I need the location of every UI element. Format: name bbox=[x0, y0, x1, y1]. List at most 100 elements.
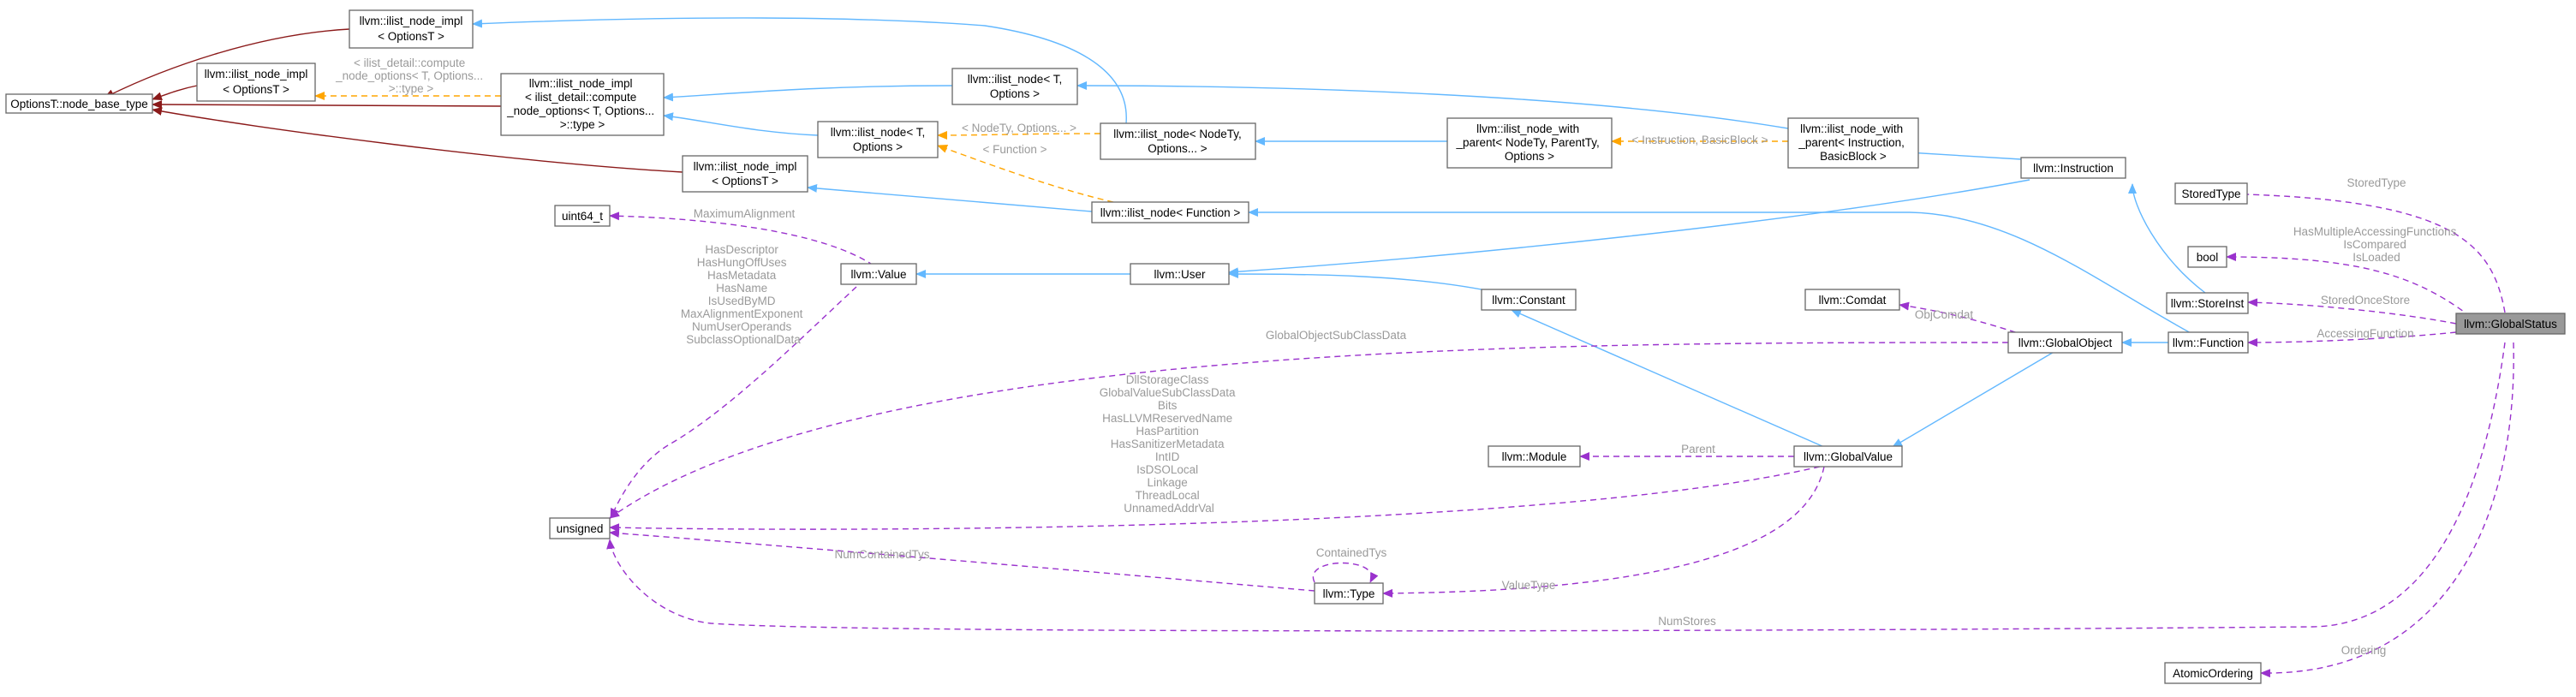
node-value[interactable]: llvm::Value bbox=[840, 263, 917, 285]
edge-globalstatus-to-storeinst bbox=[2247, 298, 2457, 325]
edge-instruction-to-user bbox=[1228, 179, 2030, 277]
edge-type-to-unsigned bbox=[609, 528, 1315, 592]
svg-text:llvm::ilist_node< NodeTy,Optio: llvm::ilist_node< NodeTy,Options... > bbox=[1113, 128, 1241, 155]
node-ilist-with-parent-instruction[interactable]: llvm::ilist_node_with _parent< Instructi… bbox=[1787, 117, 1919, 169]
label-ordering: Ordering bbox=[2341, 644, 2387, 657]
svg-text:llvm::ilist_node< T,Options >: llvm::ilist_node< T,Options > bbox=[968, 73, 1062, 100]
label-globalobject-subclassdata: GlobalObjectSubClassData bbox=[1266, 329, 1407, 342]
edge-type-self bbox=[1312, 562, 1379, 583]
node-comdat[interactable]: llvm::Comdat bbox=[1804, 289, 1900, 311]
svg-text:llvm::StoreInst: llvm::StoreInst bbox=[2171, 297, 2245, 310]
label-instruction-basicblock: < Instruction, BasicBlock > bbox=[1631, 134, 1768, 146]
edge-value-to-uint64 bbox=[609, 211, 874, 266]
label-value-fields: HasDescriptor HasHungOffUses HasMetadata… bbox=[681, 243, 806, 346]
node-unsigned[interactable]: unsigned bbox=[549, 517, 611, 539]
label-compute-template: < ilist_detail::compute _node_options< T… bbox=[335, 57, 486, 95]
label-value-type: ValueType bbox=[1502, 579, 1556, 592]
node-ilist-impl-left[interactable]: llvm::ilist_node_impl< OptionsT > bbox=[196, 63, 316, 102]
edge-impl-bottom-to-base bbox=[152, 107, 683, 173]
node-instruction[interactable]: llvm::Instruction bbox=[2020, 157, 2126, 179]
edge-globalstatus-to-unsigned bbox=[606, 342, 2506, 632]
edge-constant-to-user bbox=[1228, 270, 1491, 292]
svg-text:llvm::ilist_node_impl< Options: llvm::ilist_node_impl< OptionsT > bbox=[694, 160, 797, 188]
svg-text:llvm::Instruction: llvm::Instruction bbox=[2033, 162, 2114, 175]
edge-globalobject-to-globalvalue bbox=[1892, 350, 2056, 448]
node-ilist-impl-top[interactable]: llvm::ilist_node_impl< OptionsT > bbox=[349, 9, 474, 49]
edge-globalstatus-to-storedtype bbox=[2210, 189, 2506, 313]
label-stored-type: StoredType bbox=[2346, 176, 2406, 189]
label-accessing-function: AccessingFunction bbox=[2317, 327, 2413, 340]
edge-ilist-t2-to-compute bbox=[663, 85, 953, 102]
svg-text:bool: bool bbox=[2197, 251, 2219, 264]
edge-globalvalue-to-constant bbox=[1511, 309, 1825, 448]
edge-globalstatus-to-bool bbox=[2226, 253, 2472, 318]
edge-storeinst-to-instruction bbox=[2128, 183, 2206, 294]
node-atomic-ordering[interactable]: AtomicOrdering bbox=[2164, 662, 2262, 684]
svg-text:llvm::Constant: llvm::Constant bbox=[1492, 294, 1565, 307]
svg-text:llvm::ilist_node_impl <: llvm::ilist_node_impl < ilist_detail::co… bbox=[506, 77, 658, 131]
edge-impl-left-to-base bbox=[152, 85, 198, 101]
label-contained-tys: ContainedTys bbox=[1316, 546, 1387, 559]
node-user[interactable]: llvm::User bbox=[1130, 263, 1230, 285]
node-ilist-with-parent[interactable]: llvm::ilist_node_with _parent< NodeTy, P… bbox=[1446, 117, 1613, 169]
edge-impl-compute-to-base bbox=[152, 100, 502, 110]
svg-text:unsigned: unsigned bbox=[557, 522, 604, 535]
svg-text:llvm::Value: llvm::Value bbox=[850, 268, 906, 281]
svg-text:llvm::ilist_node_with _p: llvm::ilist_node_with _parent< NodeTy, P… bbox=[1456, 122, 1603, 163]
node-store-inst[interactable]: llvm::StoreInst bbox=[2166, 292, 2249, 314]
svg-text:llvm::GlobalObject: llvm::GlobalObject bbox=[2018, 337, 2113, 349]
node-ilist-node-t-lower[interactable]: llvm::ilist_node< T,Options > bbox=[817, 121, 939, 158]
svg-text:llvm::Module: llvm::Module bbox=[1502, 450, 1567, 463]
edge-nodety-to-ilist-t bbox=[937, 130, 1101, 140]
node-ilist-node-t-upper[interactable]: llvm::ilist_node< T,Options > bbox=[951, 68, 1078, 105]
label-maximum-alignment: MaximumAlignment bbox=[694, 207, 796, 220]
label-bool-fields: HasMultipleAccessingFunctions IsCompared… bbox=[2293, 225, 2460, 264]
svg-text:llvm::ilist_node_impl< Options: llvm::ilist_node_impl< OptionsT > bbox=[205, 68, 308, 96]
edge-impl-top-to-base bbox=[104, 28, 350, 98]
edge-globalvalue-to-type bbox=[1382, 466, 1825, 598]
label-obj-comdat: ObjComdat bbox=[1915, 308, 1974, 321]
svg-text:AtomicOrdering: AtomicOrdering bbox=[2173, 667, 2253, 680]
edge-nodety-to-impl-top bbox=[472, 17, 1127, 124]
node-ilist-node-function[interactable]: llvm::ilist_node< Function > bbox=[1091, 201, 1249, 223]
svg-text:StoredType: StoredType bbox=[2181, 188, 2240, 200]
label-stored-once-store: StoredOnceStore bbox=[2321, 294, 2410, 307]
svg-text:llvm::Type: llvm::Type bbox=[1323, 587, 1375, 600]
svg-text:llvm::ilist_node_impl< Options: llvm::ilist_node_impl< OptionsT > bbox=[360, 15, 463, 43]
edge-function-to-ilist-function bbox=[1248, 208, 2193, 335]
svg-text:llvm::ilist_node_with _p: llvm::ilist_node_with _parent< Instructi… bbox=[1798, 122, 1907, 163]
edge-function-to-impl-bottom bbox=[807, 183, 1093, 212]
label-function-template: < Function > bbox=[982, 143, 1046, 156]
svg-text:llvm::Function: llvm::Function bbox=[2173, 337, 2244, 349]
edge-globalstatus-to-atomicordering bbox=[2260, 342, 2514, 678]
node-bool[interactable]: bool bbox=[2187, 246, 2227, 268]
node-stored-type[interactable]: StoredType bbox=[2174, 182, 2248, 205]
svg-text:llvm::Comdat: llvm::Comdat bbox=[1819, 294, 1887, 307]
svg-text:llvm::GlobalValue: llvm::GlobalValue bbox=[1804, 450, 1893, 463]
node-options-base[interactable]: OptionsT::node_base_type bbox=[5, 93, 153, 114]
node-constant[interactable]: llvm::Constant bbox=[1481, 289, 1577, 311]
edge-with-parent-inst-to-ilist-t2 bbox=[1076, 81, 1789, 129]
node-ilist-node-nodety[interactable]: llvm::ilist_node< NodeTy,Options... > bbox=[1100, 122, 1256, 160]
svg-text:llvm::User: llvm::User bbox=[1154, 268, 1207, 281]
node-global-value[interactable]: llvm::GlobalValue bbox=[1793, 445, 1903, 468]
node-ilist-impl-bottom[interactable]: llvm::ilist_node_impl< OptionsT > bbox=[682, 155, 808, 193]
edge-ilist-t-to-compute bbox=[663, 112, 819, 136]
node-global-status[interactable]: llvm::GlobalStatus bbox=[2455, 313, 2566, 335]
node-type[interactable]: llvm::Type bbox=[1314, 582, 1384, 605]
node-ilist-impl-compute[interactable]: llvm::ilist_node_impl < ilist_detail::co… bbox=[500, 73, 665, 136]
edge-globalobject-to-unsigned bbox=[609, 342, 2009, 519]
edge-value-fields-to-unsigned bbox=[610, 286, 857, 519]
node-uint64[interactable]: uint64_t bbox=[554, 205, 611, 227]
node-function[interactable]: llvm::Function bbox=[2168, 331, 2249, 354]
svg-text:llvm::ilist_node< Function >: llvm::ilist_node< Function > bbox=[1100, 206, 1241, 219]
svg-text:OptionsT::node_base_type: OptionsT::node_base_type bbox=[10, 98, 148, 110]
svg-text:llvm::ilist_node< T,Options >: llvm::ilist_node< T,Options > bbox=[831, 126, 925, 153]
node-global-object[interactable]: llvm::GlobalObject bbox=[2007, 331, 2123, 354]
svg-text:uint64_t: uint64_t bbox=[562, 210, 603, 223]
node-module[interactable]: llvm::Module bbox=[1488, 445, 1581, 468]
label-nodety-options: < NodeTy, Options... > bbox=[962, 122, 1076, 134]
label-num-stores: NumStores bbox=[1658, 615, 1716, 628]
edge-globalvalue-to-unsigned bbox=[609, 466, 1821, 533]
